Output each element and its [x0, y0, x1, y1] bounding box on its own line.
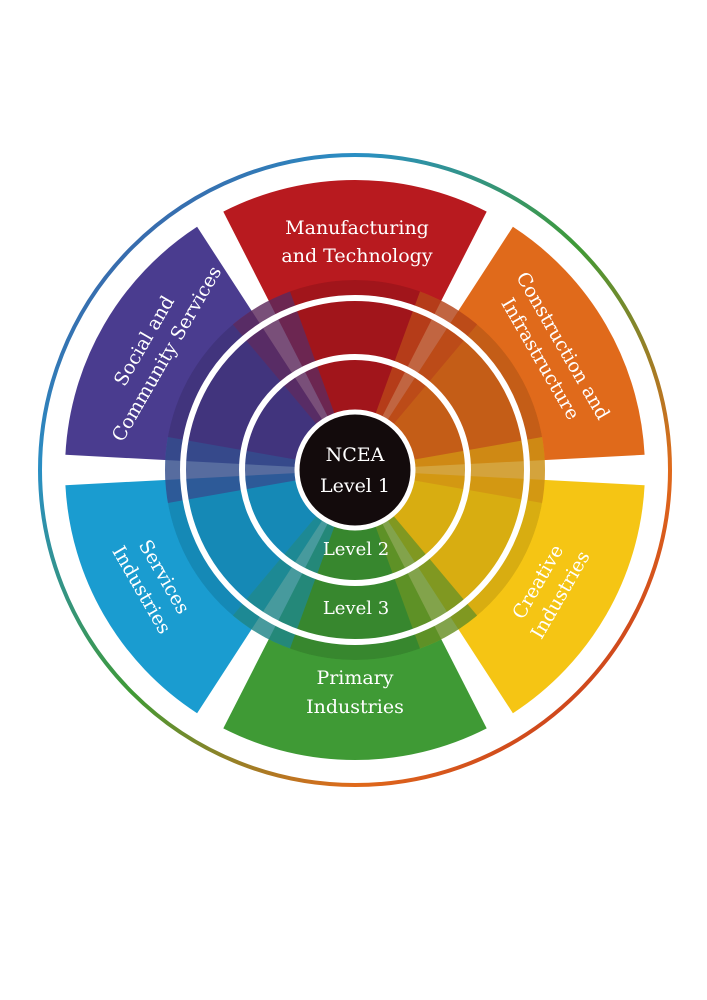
level-2-label: Level 2	[323, 539, 389, 560]
level-3-label: Level 3	[323, 598, 389, 619]
outer-ring	[38, 153, 672, 787]
level-2-ring	[239, 354, 471, 586]
center-label-line1: NCEA	[326, 444, 385, 466]
sector-label-primary-line1: Primary	[316, 667, 393, 689]
sector-label-manufacturing: Manufacturing and Technology	[281, 217, 432, 267]
sector-label-primary: Primary Industries	[306, 667, 404, 718]
sector-label-primary-line2: Industries	[306, 696, 404, 718]
center-label-line2: Level 1	[320, 475, 390, 497]
level-3-ring	[180, 295, 530, 645]
center-circle	[294, 409, 416, 531]
sector-label-manufacturing-line1: Manufacturing	[285, 217, 429, 239]
sector-label-manufacturing-line2: and Technology	[281, 245, 432, 267]
